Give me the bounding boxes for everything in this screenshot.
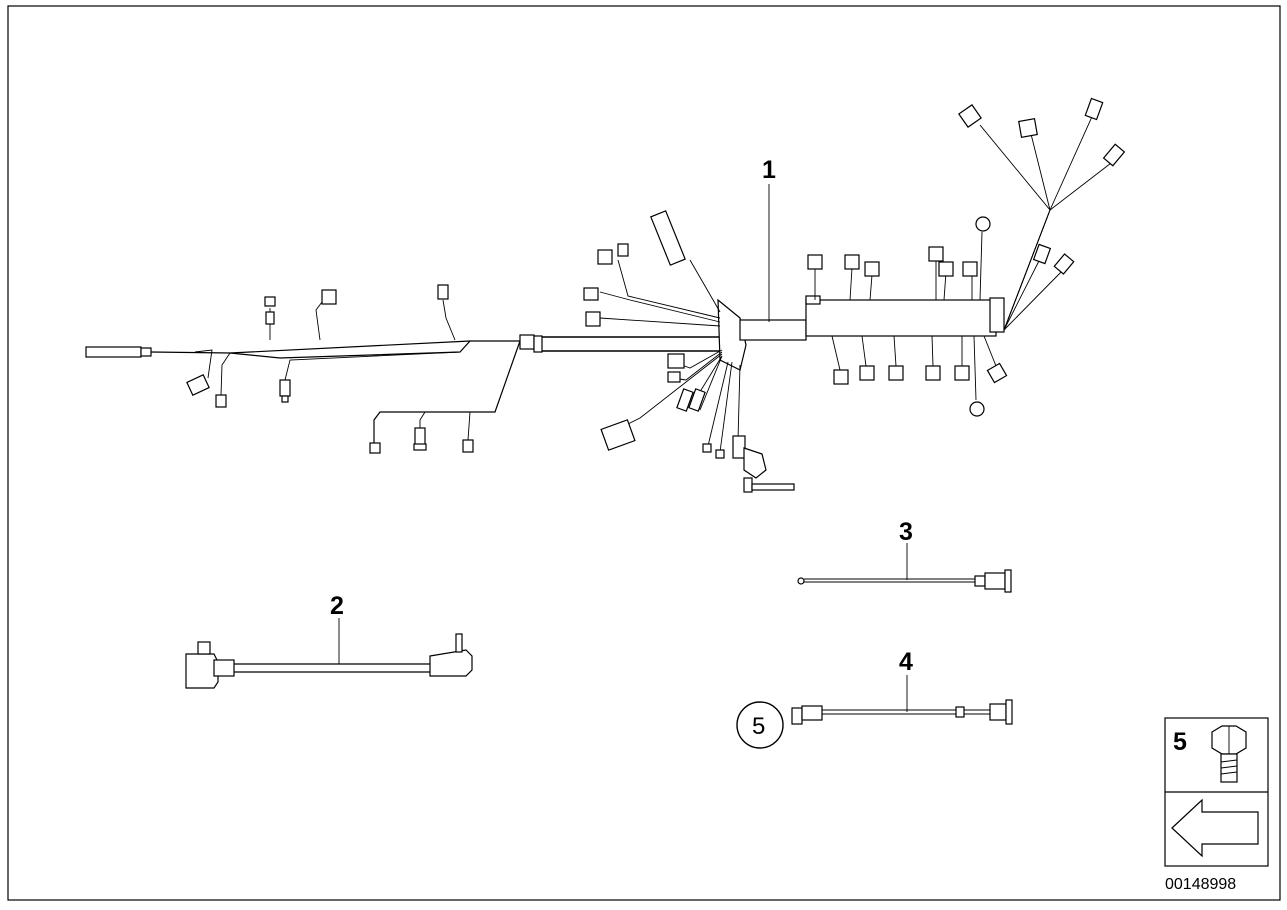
diagram-reference-number: 00148998	[1165, 876, 1236, 893]
part-5-legend-box	[1164, 717, 1269, 867]
part-3-cable	[797, 569, 1012, 593]
diagram-frame	[7, 5, 1281, 901]
arrow-left-icon	[1171, 798, 1259, 858]
part-1-main-harness	[85, 97, 1126, 493]
part-2-cable	[185, 633, 473, 689]
callout-part-2: 2	[330, 592, 344, 620]
callout-part-1: 1	[762, 156, 776, 184]
part-5-circle-marker	[736, 701, 784, 749]
callout-part-5-legend: 5	[1173, 728, 1187, 756]
bolt-icon	[1211, 725, 1247, 783]
callout-part-4: 4	[899, 648, 913, 676]
callout-part-3: 3	[899, 518, 913, 546]
part-4-cable	[791, 699, 1013, 725]
callout-part-5-circle: 5	[752, 713, 765, 740]
